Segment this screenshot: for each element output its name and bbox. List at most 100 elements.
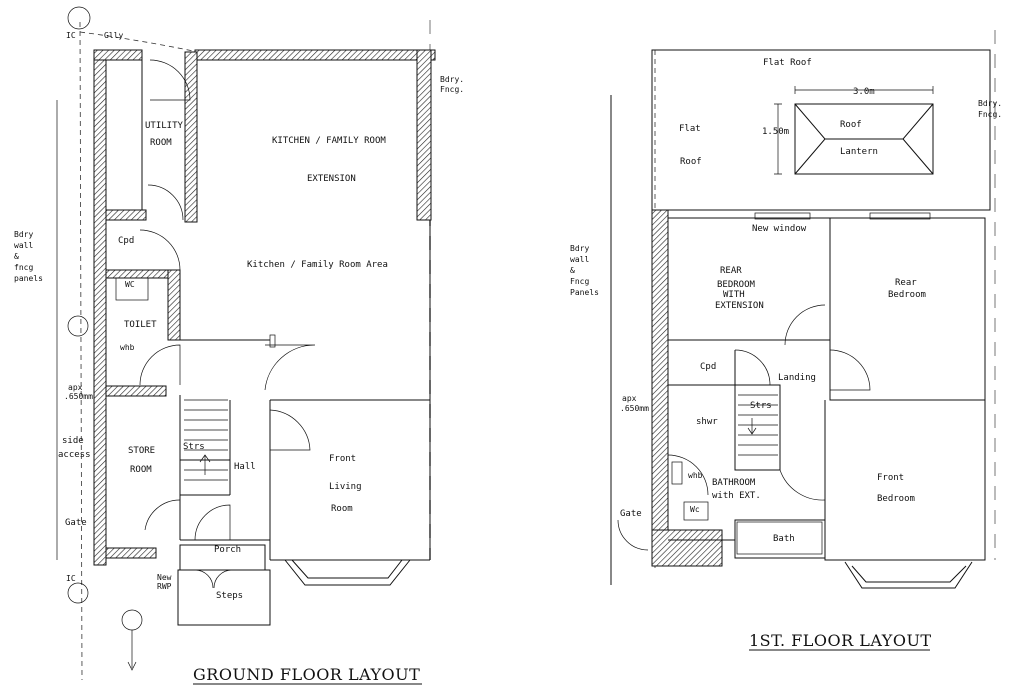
- rear-ext-door-swing: [784, 304, 826, 346]
- porch-doors: [194, 569, 233, 589]
- room-label: Room: [331, 504, 353, 514]
- first-bdry-wall-5: Panels: [570, 288, 599, 297]
- utility-label: UTILITY: [145, 121, 184, 131]
- bdry-wall-2: wall: [14, 241, 33, 250]
- utility-top-wall: [93, 49, 143, 61]
- kitchen-right-wall: [416, 49, 432, 221]
- bath-fixture: [736, 521, 823, 555]
- hall-door-swing: [264, 344, 316, 391]
- glly-label: Glly: [104, 31, 123, 40]
- kitchen-door-swing: [147, 184, 184, 221]
- lantern-hips: [794, 103, 934, 175]
- rear-ext-label-1: REAR: [720, 266, 742, 276]
- bdry-wall-5: panels: [14, 274, 43, 283]
- toilet-top-wall: [105, 269, 177, 279]
- living-door-swing: [269, 409, 311, 451]
- rear-bed-label-1: Rear: [895, 278, 917, 288]
- porch-door-swing: [194, 504, 231, 541]
- bdry-label-1: Bdry.: [440, 75, 464, 84]
- first-bdry-label-1: Bdry.: [978, 99, 1002, 108]
- wc-label: WC: [125, 280, 135, 289]
- rear-ext-label-4: EXTENSION: [715, 301, 764, 311]
- rear-ext-bedroom-outline: [668, 217, 831, 341]
- store-room-label: ROOM: [130, 465, 152, 475]
- strs-label: Strs: [183, 442, 205, 452]
- bathroom-label-1: BATHROOM: [712, 478, 756, 488]
- first-floor-plan: Flat Roof 3.0m 1.50m Flat Roof Roof Lant…: [570, 30, 1002, 651]
- ic-chamber-2: [67, 315, 89, 337]
- bathroom-door-swing: [667, 454, 709, 496]
- whb-label: whb: [120, 343, 135, 352]
- ground-floor-plan: IC Glly UTILITY ROOM KITCHEN / FAMILY RO…: [14, 6, 464, 685]
- new-rwp-1: New: [157, 573, 172, 582]
- first-gate-swing: [617, 519, 649, 551]
- apx-label-2: .650mm: [64, 392, 93, 401]
- hall-label: Hall: [234, 462, 256, 472]
- ground-boundary-line: [79, 21, 83, 681]
- drain-line: [79, 31, 199, 53]
- wc-fixture: [115, 277, 149, 301]
- rear-ext-label-3: WITH: [723, 290, 745, 300]
- dim-150-label: 1.50m: [762, 127, 789, 137]
- dim-line-150: [774, 103, 782, 175]
- gully-circle: [121, 609, 143, 631]
- store-top-wall: [105, 385, 167, 397]
- first-stair-treads: [738, 394, 778, 456]
- ic-chamber-1: [67, 6, 91, 30]
- first-whb-label: whb: [688, 471, 703, 480]
- wc-fixture-first: [683, 501, 709, 521]
- arrow-icon: [127, 630, 137, 671]
- shwr-label: shwr: [696, 417, 718, 427]
- flat-roof-top-label: Flat Roof: [763, 58, 812, 68]
- first-stair-arrow-icon: [747, 418, 757, 435]
- lantern-label-1: Roof: [840, 120, 862, 130]
- apx-label-1: apx: [68, 383, 83, 392]
- landing-label: Landing: [778, 373, 816, 383]
- bath-label: Bath: [773, 534, 795, 544]
- first-gate-label: Gate: [620, 509, 642, 519]
- ground-left-wall: [93, 49, 107, 566]
- access-label: access: [58, 450, 91, 460]
- side-label: side: [62, 436, 84, 446]
- toilet-door-swing: [139, 344, 181, 386]
- roof-label: Roof: [680, 157, 702, 167]
- utility-door-swing: [149, 59, 191, 101]
- ic-label-3: IC: [66, 574, 76, 583]
- front-bed-label-1: Front: [877, 473, 904, 483]
- store-door-swing: [144, 499, 181, 531]
- bath-floor-hatch: [651, 529, 723, 567]
- landing-door-swing: [734, 349, 771, 386]
- stair-treads: [184, 399, 228, 481]
- steps-outline: [177, 569, 271, 626]
- ground-floor-title: GROUND FLOOR LAYOUT: [193, 665, 420, 684]
- porch-label: Porch: [214, 545, 241, 555]
- first-cpd-label: Cpd: [700, 362, 716, 372]
- new-rwp-2: RWP: [157, 582, 172, 591]
- living-label: Living: [329, 482, 362, 492]
- bathroom-label-2: with EXT.: [712, 491, 761, 501]
- kitchen-label: KITCHEN / FAMILY ROOM: [272, 136, 386, 146]
- first-bdry-label-2: Fncg.: [978, 110, 1002, 119]
- bedroom-outlines: [824, 217, 986, 561]
- first-apx-1: apx: [622, 394, 637, 403]
- flat-label: Flat: [679, 124, 701, 134]
- bdry-wall-4: fncg: [14, 263, 33, 272]
- cpd-label: Cpd: [118, 236, 134, 246]
- whb-fixture: [671, 461, 683, 485]
- bdry-wall-3: &: [14, 252, 19, 261]
- toilet-label: TOILET: [124, 320, 157, 330]
- first-bdry-wall-2: wall: [570, 255, 589, 264]
- kitchen-top-wall: [194, 49, 436, 61]
- lantern-label-2: Lantern: [840, 147, 878, 157]
- rear-bed-label-2: Bedroom: [888, 290, 926, 300]
- stair-arrow-icon: [199, 454, 211, 475]
- steps-label: Steps: [216, 591, 243, 601]
- rear-ext-label-2: BEDROOM: [717, 280, 756, 290]
- first-bdry-wall-1: Bdry: [570, 244, 589, 253]
- front-label: Front: [329, 454, 356, 464]
- first-wc-label: Wc: [690, 505, 700, 514]
- first-bdry-wall-4: Fncg: [570, 277, 589, 286]
- first-floor-title: 1ST. FLOOR LAYOUT: [749, 631, 932, 650]
- wall-stub: [269, 334, 276, 348]
